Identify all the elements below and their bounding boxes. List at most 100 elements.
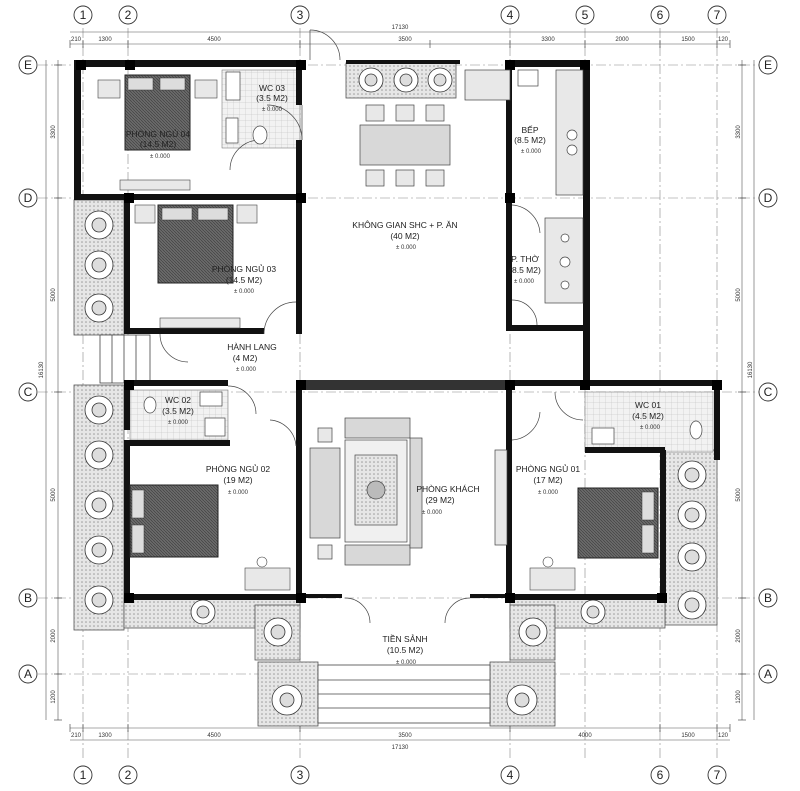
room-elev-phong-ngu-03: ± 0.000	[234, 289, 255, 295]
room-elev-bep: ± 0.000	[521, 149, 542, 155]
room-elev-phong-khach: ± 0.000	[422, 510, 443, 516]
grid-label-col: 4	[507, 768, 514, 782]
dim-bottom-seg: 4500	[207, 733, 221, 739]
dim-right-overall: 16130	[748, 361, 754, 378]
kitchen-counter	[464, 69, 584, 196]
living-room-furniture	[309, 417, 508, 566]
dim-bottom-seg: 1300	[98, 733, 112, 739]
room-elev-phong-ngu-04: ± 0.000	[150, 154, 171, 160]
grid-label-row: D	[24, 191, 33, 205]
bed-04	[97, 74, 218, 191]
room-name-phong-ngu-01: PHÒNG NGỦ 01	[516, 463, 581, 474]
grid-bubble-labels: 1 2 3 4 5 6 7 1 2 3 4 6 7 E D C B A E D …	[24, 8, 773, 782]
walls	[74, 60, 720, 600]
room-name-phong-ngu-04: PHÒNG NGỦ 04	[126, 128, 191, 139]
dim-top-seg: 2000	[615, 37, 629, 43]
room-name-phong-ngu-02: PHÒNG NGỦ 02	[206, 463, 271, 474]
room-labels: PHÒNG NGỦ 04 (14.5 M2) ± 0.000 WC 03 (3.…	[126, 83, 664, 666]
room-area-khong-gian: (40 M2)	[390, 231, 419, 241]
room-area-phong-ngu-01: (17 M2)	[533, 475, 562, 485]
grid-label-col: 4	[507, 8, 514, 22]
grid-label-col: 1	[80, 8, 87, 22]
bed-02	[129, 484, 291, 591]
wc-fixtures	[143, 71, 703, 445]
room-elev-hanh-lang: ± 0.000	[236, 367, 257, 373]
room-area-phong-ngu-03: (14.5 M2)	[226, 275, 263, 285]
dim-left-seg: 5000	[51, 288, 57, 302]
grid-label-col: 3	[297, 8, 304, 22]
room-name-p-tho: P. THỜ	[511, 254, 539, 264]
dim-top-seg: 210	[71, 37, 82, 43]
right-dimensions: 16130 3300 5000 5000 2000 1200	[736, 125, 754, 704]
dim-bottom-seg: 1500	[681, 733, 695, 739]
entry-steps	[99, 334, 491, 724]
dim-top-seg: 1500	[681, 37, 695, 43]
dining-table	[359, 104, 451, 187]
dim-top-seg: 3500	[398, 37, 412, 43]
room-area-p-tho: (8.5 M2)	[509, 265, 541, 275]
grid-label-row: E	[764, 58, 772, 72]
dim-bottom-seg: 120	[718, 733, 729, 739]
grid-label-col: 7	[714, 8, 721, 22]
room-area-wc-01: (4.5 M2)	[632, 411, 664, 421]
room-area-phong-ngu-04: (14.5 M2)	[140, 139, 177, 149]
grid-label-col: 5	[582, 8, 589, 22]
plant-icons	[84, 67, 707, 716]
room-elev-phong-ngu-01: ± 0.000	[538, 490, 559, 496]
grid-bubbles	[18, 5, 778, 785]
room-area-bep: (8.5 M2)	[514, 135, 546, 145]
room-name-bep: BẾP	[521, 125, 538, 135]
dim-left-seg: 1200	[51, 690, 57, 704]
grid-label-row: A	[24, 667, 32, 681]
top-dimensions: 17130 210 1300 4500 3500 3300 2000 1500 …	[71, 25, 729, 43]
room-area-tien-sanh: (10.5 M2)	[387, 645, 424, 655]
dim-right-seg: 3300	[736, 125, 742, 139]
room-elev-phong-ngu-02: ± 0.000	[228, 490, 249, 496]
room-area-phong-khach: (29 M2)	[425, 495, 454, 505]
room-elev-wc-02: ± 0.000	[168, 420, 189, 426]
room-area-phong-ngu-02: (19 M2)	[223, 475, 252, 485]
room-name-phong-khach: PHÒNG KHÁCH	[416, 484, 479, 494]
room-name-phong-ngu-03: PHÒNG NGỦ 03	[212, 263, 277, 274]
grid-label-row: E	[24, 58, 32, 72]
grid-label-col: 7	[714, 768, 721, 782]
bed-03	[134, 204, 258, 329]
room-elev-tien-sanh: ± 0.000	[396, 660, 417, 666]
dim-right-seg: 1200	[736, 690, 742, 704]
dim-top-overall: 17130	[392, 25, 409, 31]
grid-label-row: A	[764, 667, 772, 681]
room-name-wc-01: WC 01	[635, 400, 661, 410]
room-area-wc-02: (3.5 M2)	[162, 406, 194, 416]
dim-bottom-seg: 4000	[578, 733, 592, 739]
room-name-wc-02: WC 02	[165, 395, 191, 405]
dim-bottom-seg: 3500	[398, 733, 412, 739]
room-elev-khong-gian: ± 0.000	[396, 245, 417, 251]
dim-bottom-overall: 17130	[392, 745, 409, 751]
room-area-wc-03: (3.5 M2)	[256, 93, 288, 103]
grid-label-col: 6	[657, 8, 664, 22]
door-swings	[159, 29, 584, 624]
bed-01	[529, 487, 659, 591]
room-area-hanh-lang: (4 M2)	[233, 353, 258, 363]
room-name-khong-gian: KHÔNG GIAN SHC + P. ĂN	[352, 220, 457, 230]
room-elev-wc-01: ± 0.000	[640, 425, 661, 431]
grid-label-row: C	[764, 385, 773, 399]
grid-label-col: 3	[297, 768, 304, 782]
grid-label-row: D	[764, 191, 773, 205]
room-elev-p-tho: ± 0.000	[514, 279, 535, 285]
grid-label-col: 2	[125, 768, 132, 782]
grid-label-col: 1	[80, 768, 87, 782]
room-name-hanh-lang: HÀNH LANG	[227, 342, 277, 352]
dim-top-seg: 4500	[207, 37, 221, 43]
dim-bottom-seg: 210	[71, 733, 82, 739]
dim-right-seg: 5000	[736, 488, 742, 502]
room-name-tien-sanh: TIỀN SẢNH	[382, 633, 427, 644]
grid-label-row: C	[24, 385, 33, 399]
room-name-wc-03: WC 03	[259, 83, 285, 93]
grid-label-row: B	[764, 591, 772, 605]
dim-left-seg: 3300	[51, 125, 57, 139]
grid-label-col: 2	[125, 8, 132, 22]
left-dimensions: 16130 3300 5000 5000 2000 1200	[39, 125, 57, 704]
altar-furniture	[544, 217, 584, 304]
